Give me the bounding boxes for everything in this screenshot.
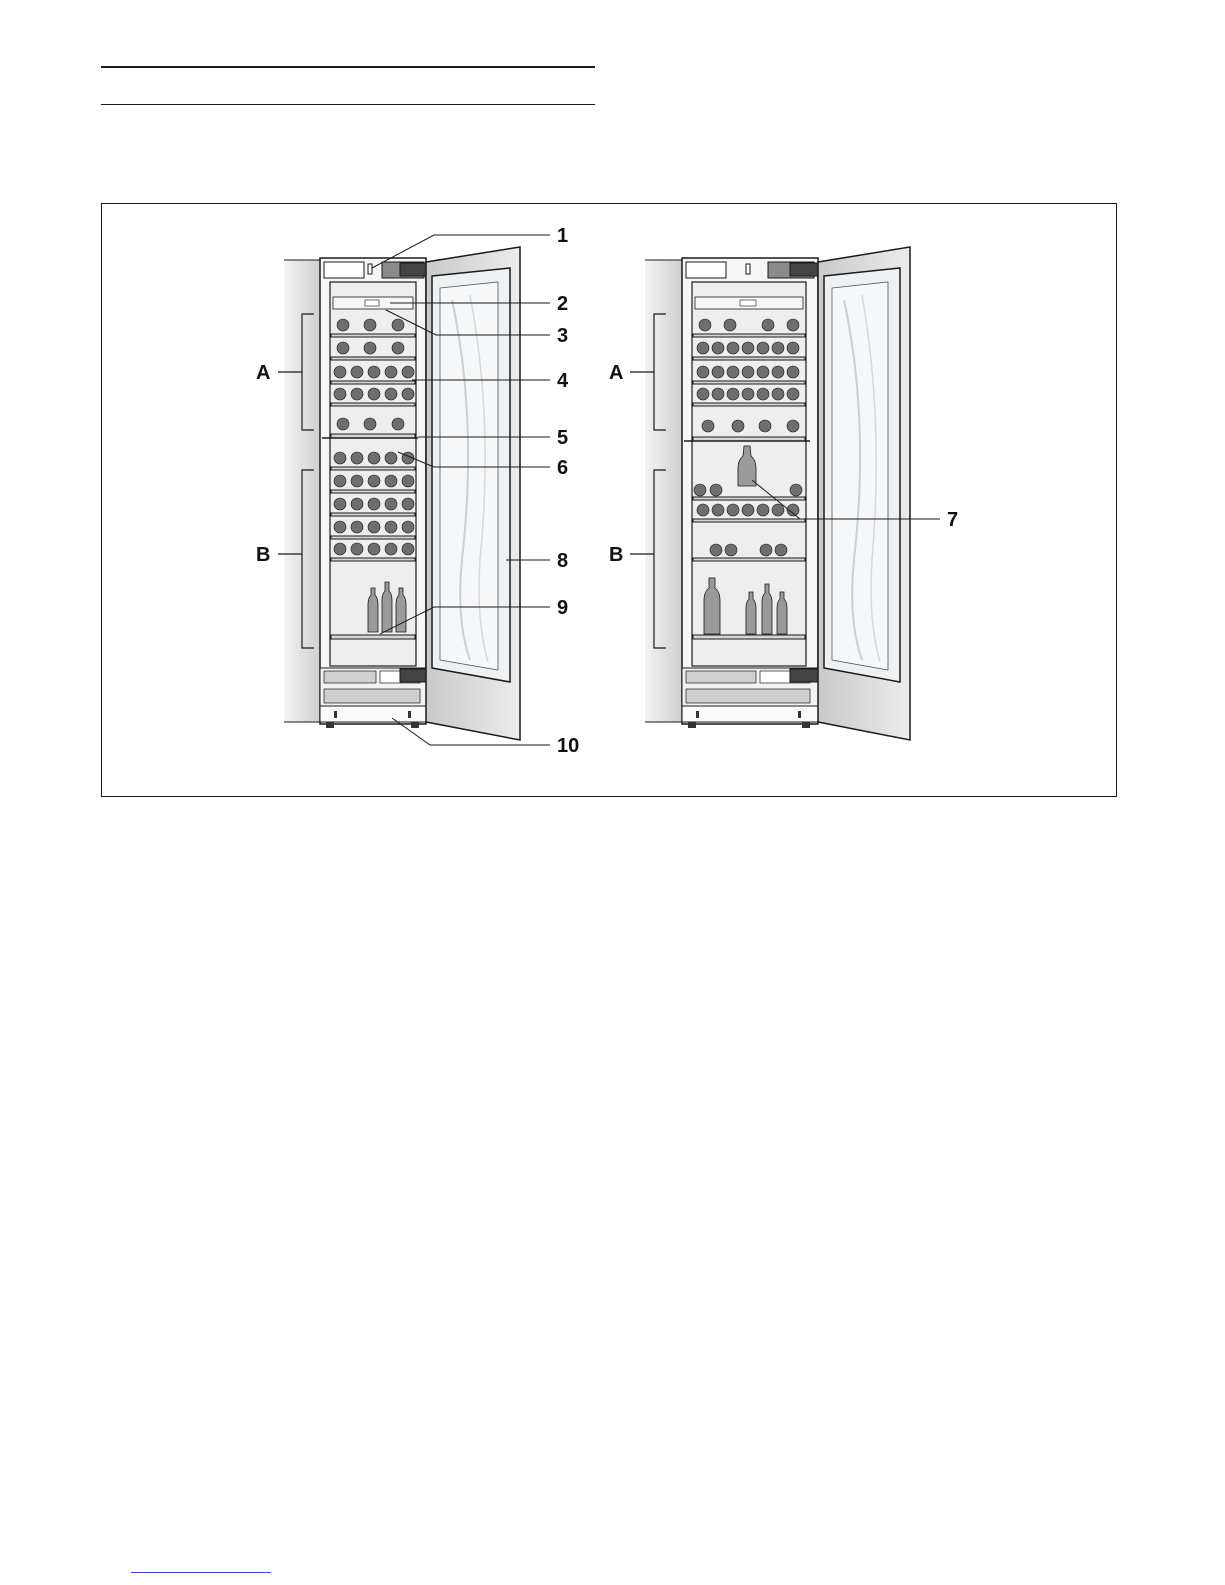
callout-3: 3 [557,325,568,347]
callout-10: 10 [557,735,579,757]
callout-4: 4 [557,370,569,392]
callout-7: 7 [947,509,958,531]
callout-6: 6 [557,457,568,479]
zone-label-right-b: B [609,544,623,566]
footer-link-underline[interactable] [131,1572,271,1573]
zone-label-left-b: B [256,544,270,566]
callout-5: 5 [557,427,568,449]
lock-icon [746,264,750,274]
left-wine-cabinet [284,247,520,740]
callout-9: 9 [557,597,568,619]
callout-2: 2 [557,293,568,315]
zone-label-right-a: A [609,362,623,384]
callout-1: 1 [557,225,568,247]
lock-icon [368,264,372,274]
right-wine-cabinet [645,247,910,740]
zone-label-left-a: A [256,362,270,384]
callout-8: 8 [557,550,568,572]
